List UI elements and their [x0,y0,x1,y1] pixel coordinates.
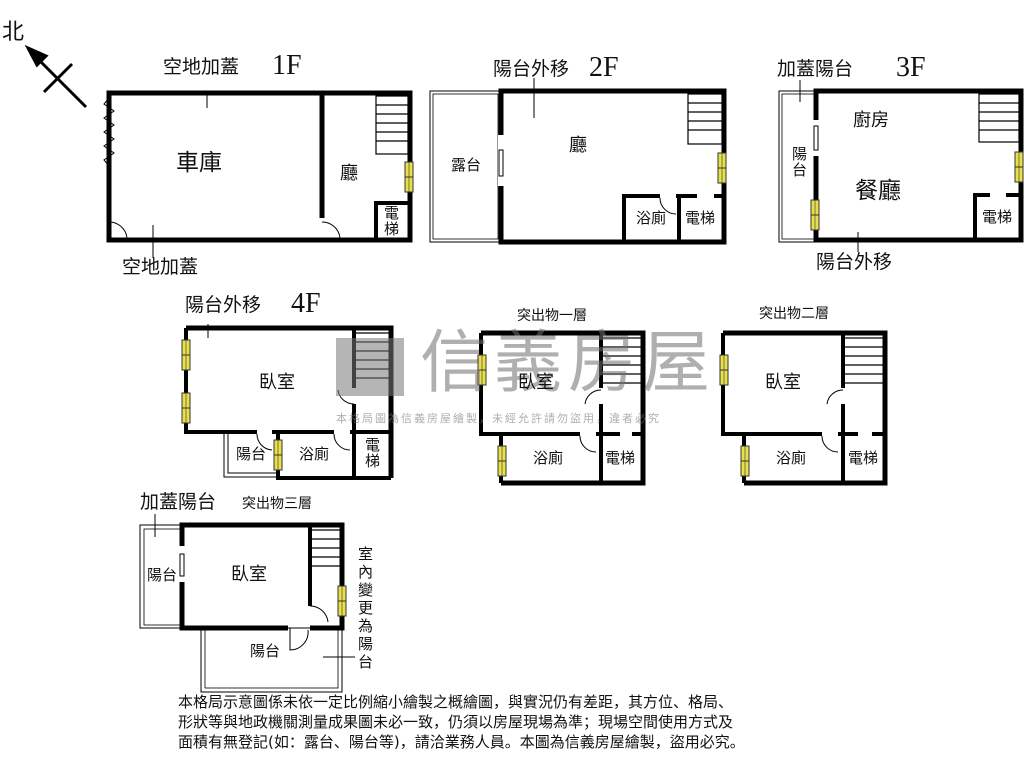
f3-room-kitchen: 廚房 [853,110,889,131]
f4-floor-tag: 4F [291,288,321,319]
p3-title: 突出物三層 [242,496,312,512]
f2-room-hall: 廳 [569,135,587,156]
f4-room-balcony: 陽台 [236,445,267,463]
p3-side-note: 室內變更為陽台 [356,546,374,672]
window-icon [740,445,750,477]
f2-room-elevator: 電梯 [685,209,716,227]
f1-floor-tag: 1F [272,50,302,81]
f1-callout-bottom: 空地加蓋 [122,256,199,278]
window-icon [497,445,507,477]
f3-room-elevator: 電梯 [982,208,1013,226]
f2-room-bathroom: 浴廁 [636,209,667,227]
window-icon [181,392,191,424]
north-arrow-icon [24,44,88,109]
north-label: 北 [2,20,25,45]
p3-room-balcony-bottom: 陽台 [250,642,281,660]
p1-title: 突出物一層 [517,308,587,324]
p1-room-elevator: 電梯 [605,449,636,467]
p2-title: 突出物二層 [759,306,829,322]
copyright-watermark: 本格局圖為信義房屋繪製，未經允許請勿盜用，違者必究 [336,412,661,425]
f1-room-garage: 車庫 [176,150,222,176]
f4-room-bathroom: 浴廁 [299,445,330,463]
f1-room-hall: 廳 [340,163,358,184]
f4-room-bedroom: 臥室 [259,372,295,393]
f3-callout-top: 加蓋陽台 [777,58,854,80]
floor-3f-plan [778,80,1024,252]
f3-floor-tag: 3F [896,52,926,83]
window-icon [719,354,729,386]
window-icon [404,161,414,193]
floor-2f-plan [429,78,727,245]
window-icon [337,585,347,617]
f4-callout-top: 陽台外移 [185,294,262,316]
disclaimer-line: 本格局示意圖係未依一定比例縮小繪製之概繪圖，與實況仍有差距，其方位、格局、 [178,693,734,711]
f2-room-terrace: 露台 [451,156,482,174]
p1-room-bedroom: 臥室 [518,372,554,393]
window-icon [1014,151,1024,183]
window-icon [181,339,191,371]
brand-watermark: 信義房屋 [420,324,717,403]
p1-room-bathroom: 浴廁 [533,449,564,467]
disclaimer-line: 形狀等與地政機關測量成果圖未必一致，仍須以房屋現場為準；現場空間使用方式及 [178,713,734,731]
f3-room-balcony: 陽台 [790,146,808,178]
window-icon [717,152,727,184]
rooftop-level-2-plan [721,330,888,486]
p2-room-bathroom: 浴廁 [776,449,807,467]
f4-room-elevator: 電梯 [363,437,381,469]
f3-room-dining: 餐廳 [855,178,901,204]
f1-callout-top: 空地加蓋 [163,56,240,78]
f2-callout-top: 陽台外移 [493,58,570,80]
p2-room-elevator: 電梯 [848,449,879,467]
p2-room-bedroom: 臥室 [765,372,801,393]
p3-callout-top: 加蓋陽台 [140,491,217,513]
window-icon [273,439,283,471]
window-icon [810,199,820,231]
p3-room-bedroom: 臥室 [231,564,267,585]
rooftop-level-3-plan [139,514,355,693]
f1-room-elevator: 電梯 [382,205,400,237]
f2-floor-tag: 2F [589,52,619,83]
floor-1f-plan [103,90,413,258]
disclaimer-line: 面積有無登記(如：露台、陽台等)，請洽業務人員。本圖為信義房屋繪製，盜用必究。 [178,733,745,751]
f3-callout-bottom: 陽台外移 [816,251,893,273]
p3-room-balcony-left: 陽台 [147,566,178,584]
disclaimer-notes: 本格局示意圖係未依一定比例縮小繪製之概繪圖，與實況仍有差距，其方位、格局、 形狀… [178,692,745,752]
brand-logo-watermark [336,338,404,396]
